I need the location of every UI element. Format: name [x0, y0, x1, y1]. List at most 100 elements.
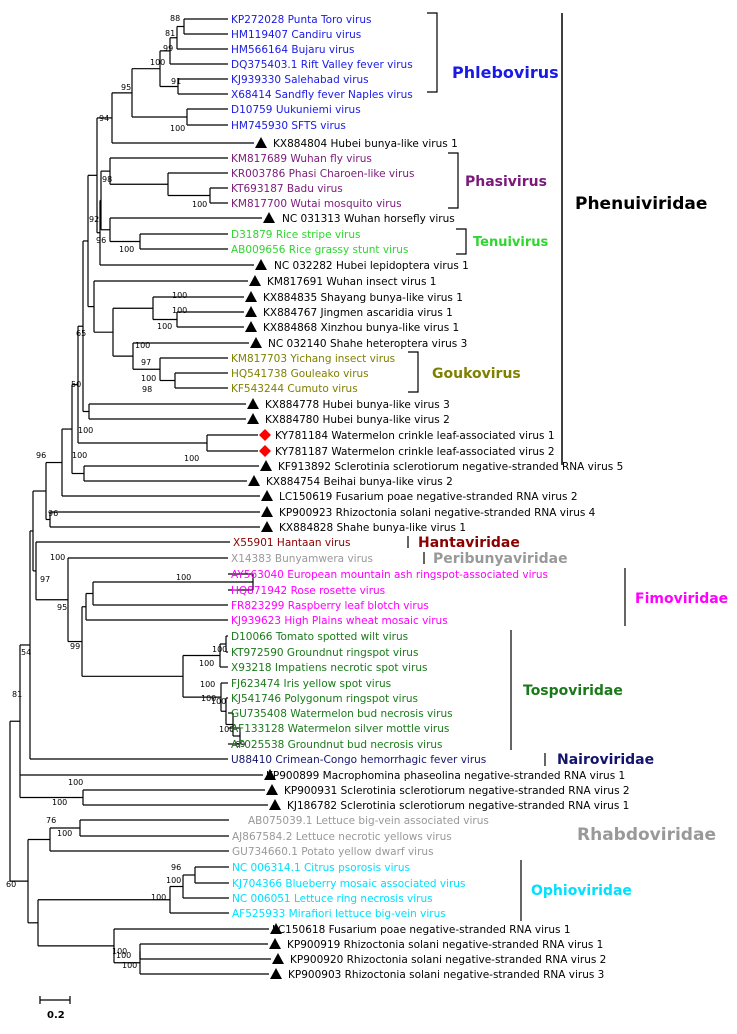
bootstrap-value: 100: [116, 951, 131, 960]
bootstrap-value: 100: [68, 778, 83, 787]
taxon-label: NC 032140 Shahe heteroptera virus 3: [268, 338, 467, 350]
bootstrap-value: 100: [201, 694, 216, 703]
taxon-label: NC 006314.1 Citrus psorosis virus: [232, 862, 410, 874]
clade-name: Peribunyaviridae: [433, 551, 568, 567]
bootstrap-value: 100: [170, 124, 185, 133]
taxon-label: KP900919 Rhizoctonia solani negative-str…: [287, 939, 603, 951]
bootstrap-value: 100: [184, 454, 199, 463]
bootstrap-value: 76: [46, 816, 56, 825]
bootstrap-value: 100: [157, 322, 172, 331]
bootstrap-value: 96: [48, 509, 58, 518]
bootstrap-value: 100: [72, 451, 87, 460]
taxon-label: KP900923 Rhizoctonia solani negative-str…: [279, 507, 596, 519]
triangle-marker: [269, 938, 281, 949]
clade-bracket: [427, 12, 438, 93]
taxon-label: HQ541738 Gouleako virus: [231, 368, 369, 380]
taxon-label: KP900903 Rhizoctonia solani negative-str…: [288, 969, 604, 981]
taxon-label: HM745930 SFTS virus: [231, 120, 346, 132]
taxon-label: KM817691 Wuhan insect virus 1: [267, 276, 436, 288]
clade-name: Goukovirus: [432, 366, 521, 382]
taxon-label: D10066 Tomato spotted wilt virus: [231, 631, 408, 643]
bootstrap-value: 100: [211, 697, 226, 706]
triangle-marker: [247, 398, 259, 409]
bootstrap-value: 98: [142, 385, 152, 394]
triangle-marker: [255, 137, 267, 148]
taxon-label: KJ939330 Salehabad virus: [231, 74, 369, 86]
bootstrap-value: 100: [57, 829, 72, 838]
bootstrap-value: 100: [150, 58, 165, 67]
scale-bar-label: 0.2: [47, 1010, 65, 1021]
bootstrap-value: 99: [70, 642, 80, 651]
taxon-label: KT693187 Badu virus: [231, 183, 343, 195]
bootstrap-value: 69: [235, 740, 245, 749]
triangle-marker: [255, 259, 267, 270]
taxon-label: HM119407 Candiru virus: [231, 29, 361, 41]
taxon-label: KR003786 Phasi Charoen-like virus: [231, 168, 415, 180]
triangle-marker: [263, 212, 275, 223]
taxon-label: X93218 Impatiens necrotic spot virus: [231, 662, 427, 674]
taxon-label: KP900899 Macrophomina phaseolina negativ…: [266, 770, 625, 782]
triangle-marker: [245, 291, 257, 302]
bootstrap-value: 100: [141, 374, 156, 383]
bootstrap-value: 94: [99, 114, 109, 123]
taxon-label: GU734660.1 Potato yellow dwarf virus: [232, 846, 434, 858]
bootstrap-values: 8881991009195941009810092961001001001001…: [6, 14, 245, 970]
triangle-marker: [249, 275, 261, 286]
bootstrap-value: 100: [200, 680, 215, 689]
triangle-marker: [261, 506, 273, 517]
bootstrap-value: 97: [40, 575, 50, 584]
taxon-label: X55901 Hantaan virus: [233, 537, 350, 549]
taxon-label: NC 006051 Lettuce ring necrosis virus: [232, 893, 433, 905]
taxon-label: KX884804 Hubei bunya-like virus 1: [273, 138, 458, 150]
taxon-label: AF133128 Watermelon silver mottle virus: [231, 723, 449, 735]
triangle-marker: [245, 321, 257, 332]
taxon-label: HM566164 Bujaru virus: [231, 44, 354, 56]
bootstrap-value: 100: [112, 947, 127, 956]
bootstrap-value: 100: [151, 893, 166, 902]
taxon-label: FR823299 Raspberry leaf blotch virus: [231, 600, 429, 612]
taxon-label: LC150619 Fusarium poae negative-stranded…: [279, 491, 578, 503]
triangle-marker: [261, 521, 273, 532]
taxon-label: LC150618 Fusarium poae negative-stranded…: [272, 924, 571, 936]
taxon-label: AF525933 Mirafiori lettuce big-vein viru…: [232, 908, 446, 920]
triangle-marker: [272, 953, 284, 964]
taxon-label: KX884780 Hubei bunya-like virus 2: [265, 414, 450, 426]
bootstrap-value: 100: [172, 291, 187, 300]
taxon-label: NC 031313 Wuhan horsefly virus: [282, 213, 455, 225]
triangle-marker: [266, 784, 278, 795]
taxon-label: KJ541746 Polygonum ringspot virus: [231, 693, 418, 705]
bootstrap-value: 100: [219, 725, 234, 734]
bootstrap-value: 100: [199, 659, 214, 668]
bootstrap-value: 95: [121, 83, 131, 92]
taxon-label: AB009656 Rice grassy stunt virus: [231, 244, 408, 256]
taxon-label: AY563040 European mountain ash ringspot-…: [231, 569, 548, 581]
clade-annotations: PhlebovirusPhasivirusTenuivirusGoukoviru…: [407, 12, 728, 921]
clade-name: Ophioviridae: [531, 883, 632, 899]
bootstrap-value: 88: [170, 14, 180, 23]
taxon-label: KJ939623 High Plains wheat mosaic virus: [231, 615, 448, 627]
taxon-label: FJ623474 Iris yellow spot virus: [231, 678, 391, 690]
triangle-marker: [261, 490, 273, 501]
bootstrap-value: 54: [21, 648, 31, 657]
taxon-label: KF543244 Cumuto virus: [231, 383, 358, 395]
bootstrap-value: 50: [71, 380, 81, 389]
taxon-label: DQ375403.1 Rift Valley fever virus: [231, 59, 413, 71]
bootstrap-value: 100: [52, 798, 67, 807]
taxon-label: HQ871942 Rose rosette virus: [231, 585, 385, 597]
taxon-label: KM817700 Wutai mosquito virus: [231, 198, 402, 210]
triangle-marker: [247, 413, 259, 424]
clade-name: Phasivirus: [465, 174, 547, 190]
bootstrap-value: 100: [166, 876, 181, 885]
clade-bracket: [408, 351, 419, 393]
bootstrap-value: 81: [165, 29, 175, 38]
bootstrap-value: 98: [102, 175, 112, 184]
taxon-label: KY781184 Watermelon crinkle leaf-associa…: [275, 430, 555, 442]
triangle-marker: [250, 337, 262, 348]
taxon-label: KX884835 Shayang bunya-like virus 1: [263, 292, 463, 304]
triangle-marker: [270, 968, 282, 979]
taxon-label: KX884868 Xinzhou bunya-like virus 1: [263, 322, 459, 334]
clade-name: Tospoviridae: [523, 683, 623, 699]
